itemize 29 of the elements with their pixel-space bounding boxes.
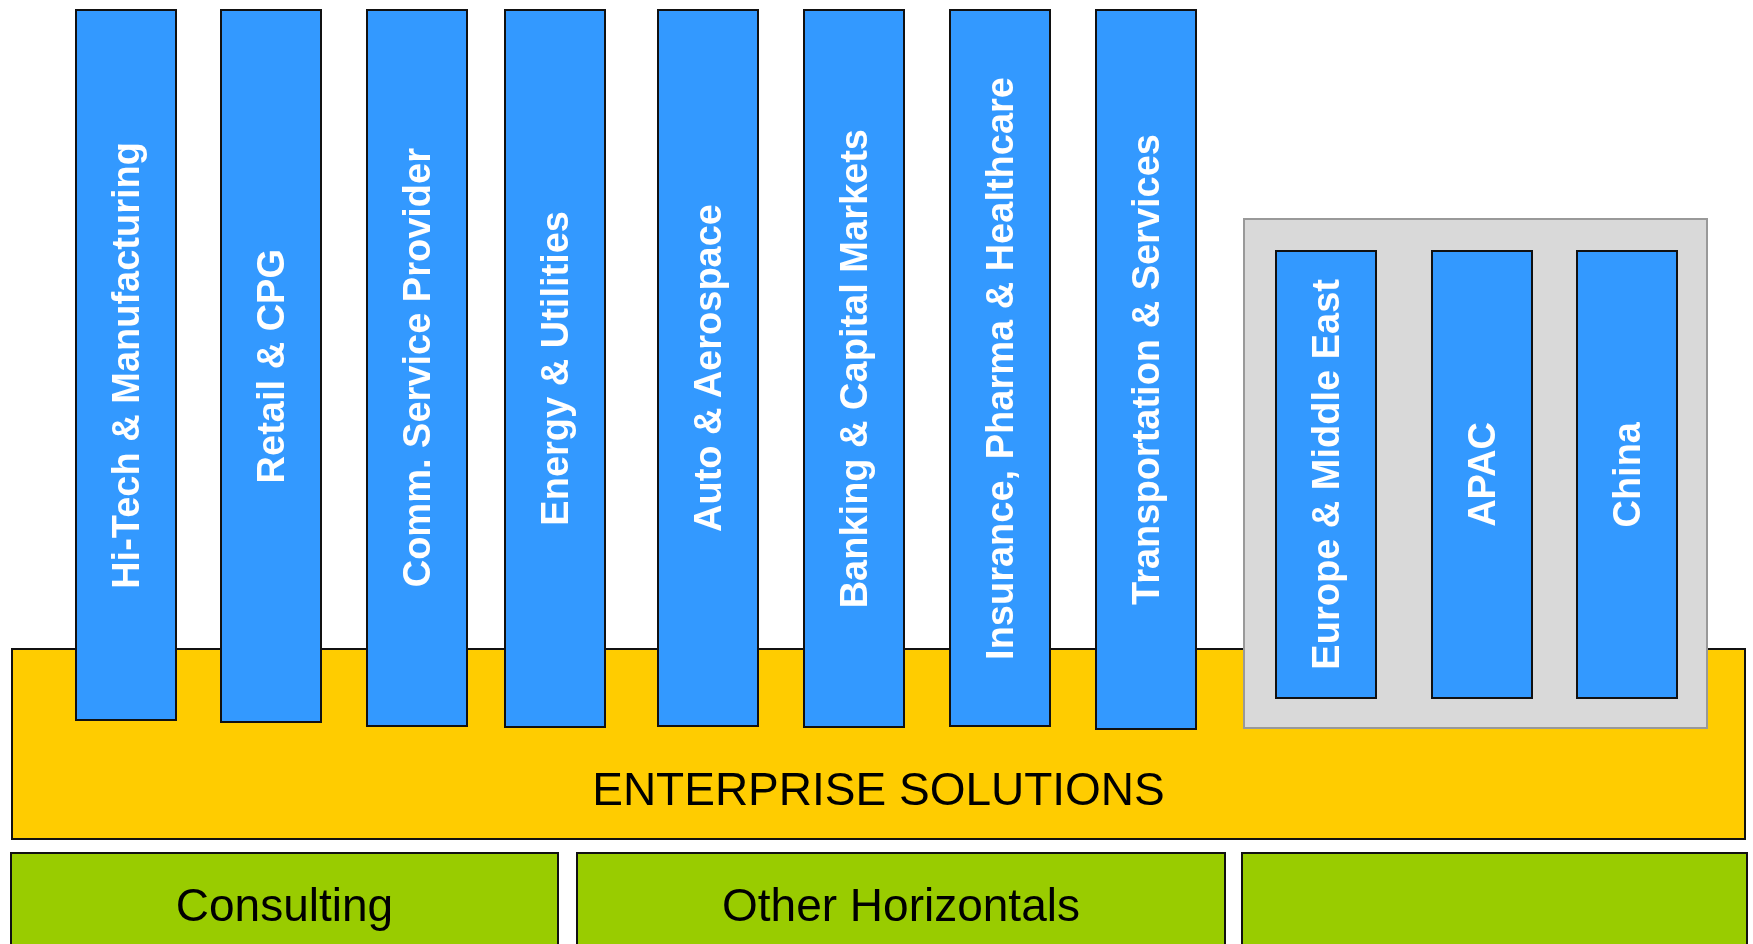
box-label: Hi-Tech & Manufacturing bbox=[105, 141, 147, 589]
column-box bbox=[949, 9, 1051, 727]
box-label: APAC bbox=[1461, 422, 1503, 527]
column-box bbox=[803, 9, 905, 728]
column-box bbox=[1576, 250, 1678, 699]
box-label: Auto & Aerospace bbox=[687, 204, 729, 532]
box-label: Consulting bbox=[175, 878, 394, 932]
column-box bbox=[657, 9, 759, 727]
column-box bbox=[220, 9, 322, 723]
column-box bbox=[1275, 250, 1377, 699]
column-box bbox=[1095, 9, 1197, 730]
column-box bbox=[75, 9, 177, 721]
horizontal-box bbox=[1241, 852, 1748, 944]
region-panel bbox=[1243, 218, 1708, 729]
box-label: Transportation & Services bbox=[1125, 134, 1167, 605]
box-label: Europe & Middle East bbox=[1305, 279, 1347, 670]
box-label: Comm. Service Provider bbox=[396, 148, 438, 588]
box-label: Retail & CPG bbox=[250, 248, 292, 484]
column-box bbox=[1431, 250, 1533, 699]
column-box bbox=[366, 9, 468, 727]
column-box bbox=[504, 9, 606, 728]
band-label: ENTERPRISE SOLUTIONS bbox=[592, 762, 1165, 816]
box-label: China bbox=[1606, 421, 1648, 528]
box-label: Other Horizontals bbox=[722, 878, 1080, 932]
horizontal-box bbox=[10, 852, 559, 944]
box-label: Energy & Utilities bbox=[534, 211, 576, 526]
horizontal-box bbox=[576, 852, 1226, 944]
box-label: Banking & Capital Markets bbox=[833, 128, 875, 609]
box-label: Insurance, Pharma & Healthcare bbox=[979, 76, 1021, 660]
